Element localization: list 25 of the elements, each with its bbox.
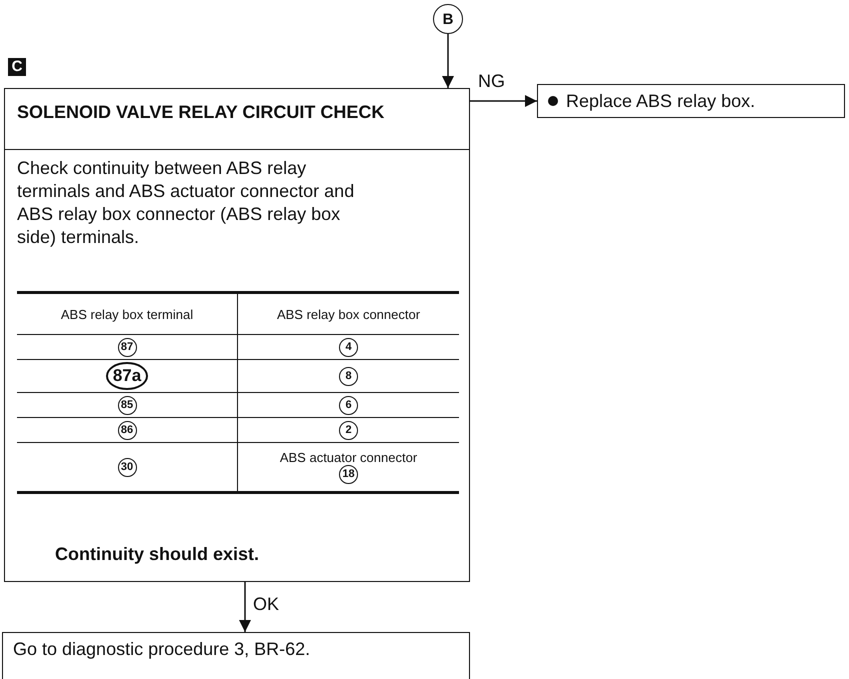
terminal-number: 18 <box>339 465 358 484</box>
terminal-number: 6 <box>339 396 358 414</box>
terminal-number: 2 <box>339 420 358 440</box>
action-text: Replace ABS relay box. <box>566 90 756 112</box>
instruction-text: Check continuity between ABS relay terminals and ABS actuator connector and ABS relay box connector (ABS relay box side) terminals. <box>17 157 356 249</box>
terminal-number: 87 <box>118 338 136 356</box>
process-box <box>4 88 470 582</box>
arrow <box>442 34 454 88</box>
terminal-number: 4 <box>339 338 358 356</box>
arrow <box>470 95 537 107</box>
terminal-number: 86 <box>118 420 136 440</box>
check-title: SOLENOID VALVE RELAY CIRCUIT CHECK <box>17 101 386 123</box>
terminal-number: 87a <box>106 362 148 390</box>
arrow <box>239 582 251 632</box>
process-box: Go to diagnostic procedure 3, BR-62. <box>2 632 470 679</box>
column-header: ABS relay box connector <box>276 306 422 322</box>
result-text: Continuity should exist. <box>55 544 260 565</box>
column-header: ABS relay box terminal <box>60 306 194 322</box>
process-box <box>537 84 845 118</box>
terminal-number: 8 <box>339 366 358 386</box>
terminal-number: 85 <box>118 396 136 414</box>
terminal-number: 30 <box>118 458 136 476</box>
connector-name: ABS actuator connector <box>280 450 418 465</box>
step-marker: C <box>8 58 26 76</box>
connector-circle: B <box>433 4 463 34</box>
